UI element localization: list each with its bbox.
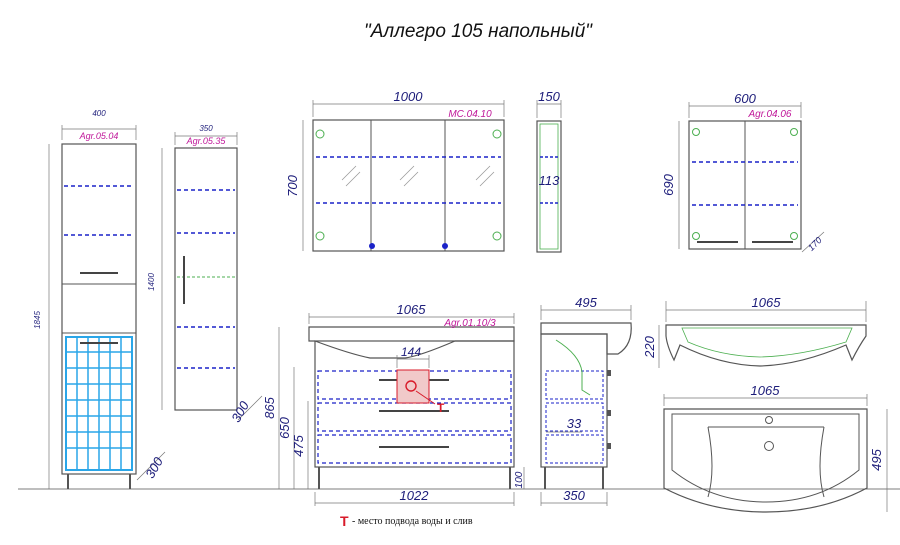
drawing-title: "Аллегро 105 напольный": [364, 21, 593, 42]
mirror-cabinet-code: MC.04.10: [448, 109, 492, 120]
vanity-body: [314, 340, 515, 468]
vanity-front: Т 144 1065 Agr.01.10/3 1022 865 650 475 …: [262, 302, 525, 506]
tall-cabinet-height: 1400: [147, 273, 156, 291]
legend: Т - место подвода воды и слив: [340, 513, 473, 529]
light-icon: [790, 128, 798, 136]
vanity-side: 495 350 33: [540, 295, 632, 506]
vanity-side-basin: [540, 322, 632, 355]
vanity-side-body: [540, 333, 608, 468]
vanity-base-width: 1022: [400, 488, 430, 503]
mirror-cabinet-height: 700: [285, 174, 300, 196]
vanity-height-650: 650: [277, 416, 292, 438]
pencil-case-base-depth: 300: [142, 454, 166, 481]
tall-cabinet-depth: 300: [228, 398, 252, 425]
leg-height: 100: [514, 471, 525, 488]
mirror-side-body: [536, 120, 562, 253]
wall-cabinet-code: Agr.04.06: [748, 109, 792, 120]
mirror-cabinet-side: 150 113: [536, 89, 562, 253]
pencil-case: 400 Agr.05.04 1845 300: [33, 109, 166, 489]
light-icon: [692, 128, 700, 136]
basin-top-depth: 495: [869, 448, 884, 470]
wall-cabinet: 600 Agr.04.06 690 170: [661, 91, 825, 253]
pencil-case-height: 1845: [33, 311, 42, 329]
basin-top: 1065 495: [663, 383, 888, 513]
tall-cabinet-body: [174, 147, 238, 411]
legend-text: - место подвода воды и слив: [352, 516, 473, 527]
tall-cabinet-width: 350: [199, 124, 213, 133]
knob-icon: [369, 243, 375, 249]
drain-width: 144: [401, 345, 421, 359]
knob-icon: [442, 243, 448, 249]
light-icon: [315, 231, 325, 241]
vanity-base-depth: 350: [563, 488, 585, 503]
dimension-line: [801, 231, 825, 253]
wall-cabinet-width: 600: [734, 91, 756, 106]
vanity-basin: [308, 326, 515, 359]
vanity-drawer[interactable]: [317, 434, 512, 464]
wall-cabinet-height: 690: [661, 173, 676, 195]
basin-top-outline: [663, 408, 868, 513]
water-supply-marker: Т: [437, 401, 445, 415]
vanity-drawer[interactable]: [317, 402, 512, 432]
vanity-height-475: 475: [291, 434, 306, 456]
light-icon: [315, 129, 325, 139]
mirror-reflection-marks: [341, 165, 495, 187]
light-icon: [692, 232, 700, 240]
mirror-inner-depth: 113: [539, 173, 560, 188]
siphon-pipe: [555, 339, 591, 396]
vanity-code: Agr.01.10/3: [443, 318, 496, 329]
drain-zone: [396, 369, 430, 404]
basin-front-height: 220: [642, 335, 657, 358]
vanity-height: 865: [262, 396, 277, 418]
vanity-depth: 495: [575, 295, 597, 310]
legend-symbol: Т: [340, 513, 349, 529]
light-icon: [790, 232, 798, 240]
basin-front: 1065 220: [642, 295, 867, 368]
pencil-case-width: 400: [92, 109, 106, 118]
mirror-cabinet-depth: 150: [538, 89, 560, 104]
basin-front-width: 1065: [752, 295, 782, 310]
tap-hole-icon: [765, 416, 773, 424]
drain-hole-icon: [764, 441, 774, 451]
wall-cabinet-depth: 170: [806, 235, 824, 253]
dimension-line: [136, 451, 166, 481]
tall-cabinet-code: Agr.05.35: [186, 136, 227, 146]
mirror-cabinet-body: [312, 119, 505, 252]
dimension-line: [237, 395, 263, 421]
basin-top-width: 1065: [751, 383, 781, 398]
pencil-case-code: Agr.05.04: [79, 131, 119, 141]
basin-front-outline: [665, 324, 867, 367]
vanity-offset: 33: [567, 416, 582, 431]
drain-icon: [405, 380, 417, 392]
tall-cabinet: 350 Agr.05.35 1400 300: [147, 124, 263, 425]
mirror-cabinet-width: 1000: [394, 89, 424, 104]
laundry-basket-grid: [66, 337, 132, 470]
light-icon: [492, 129, 502, 139]
pencil-case-body: [61, 143, 137, 475]
vanity-top-width: 1065: [397, 302, 427, 317]
light-icon: [492, 231, 502, 241]
mirror-cabinet: 1000 MC.04.10 700: [285, 89, 505, 252]
